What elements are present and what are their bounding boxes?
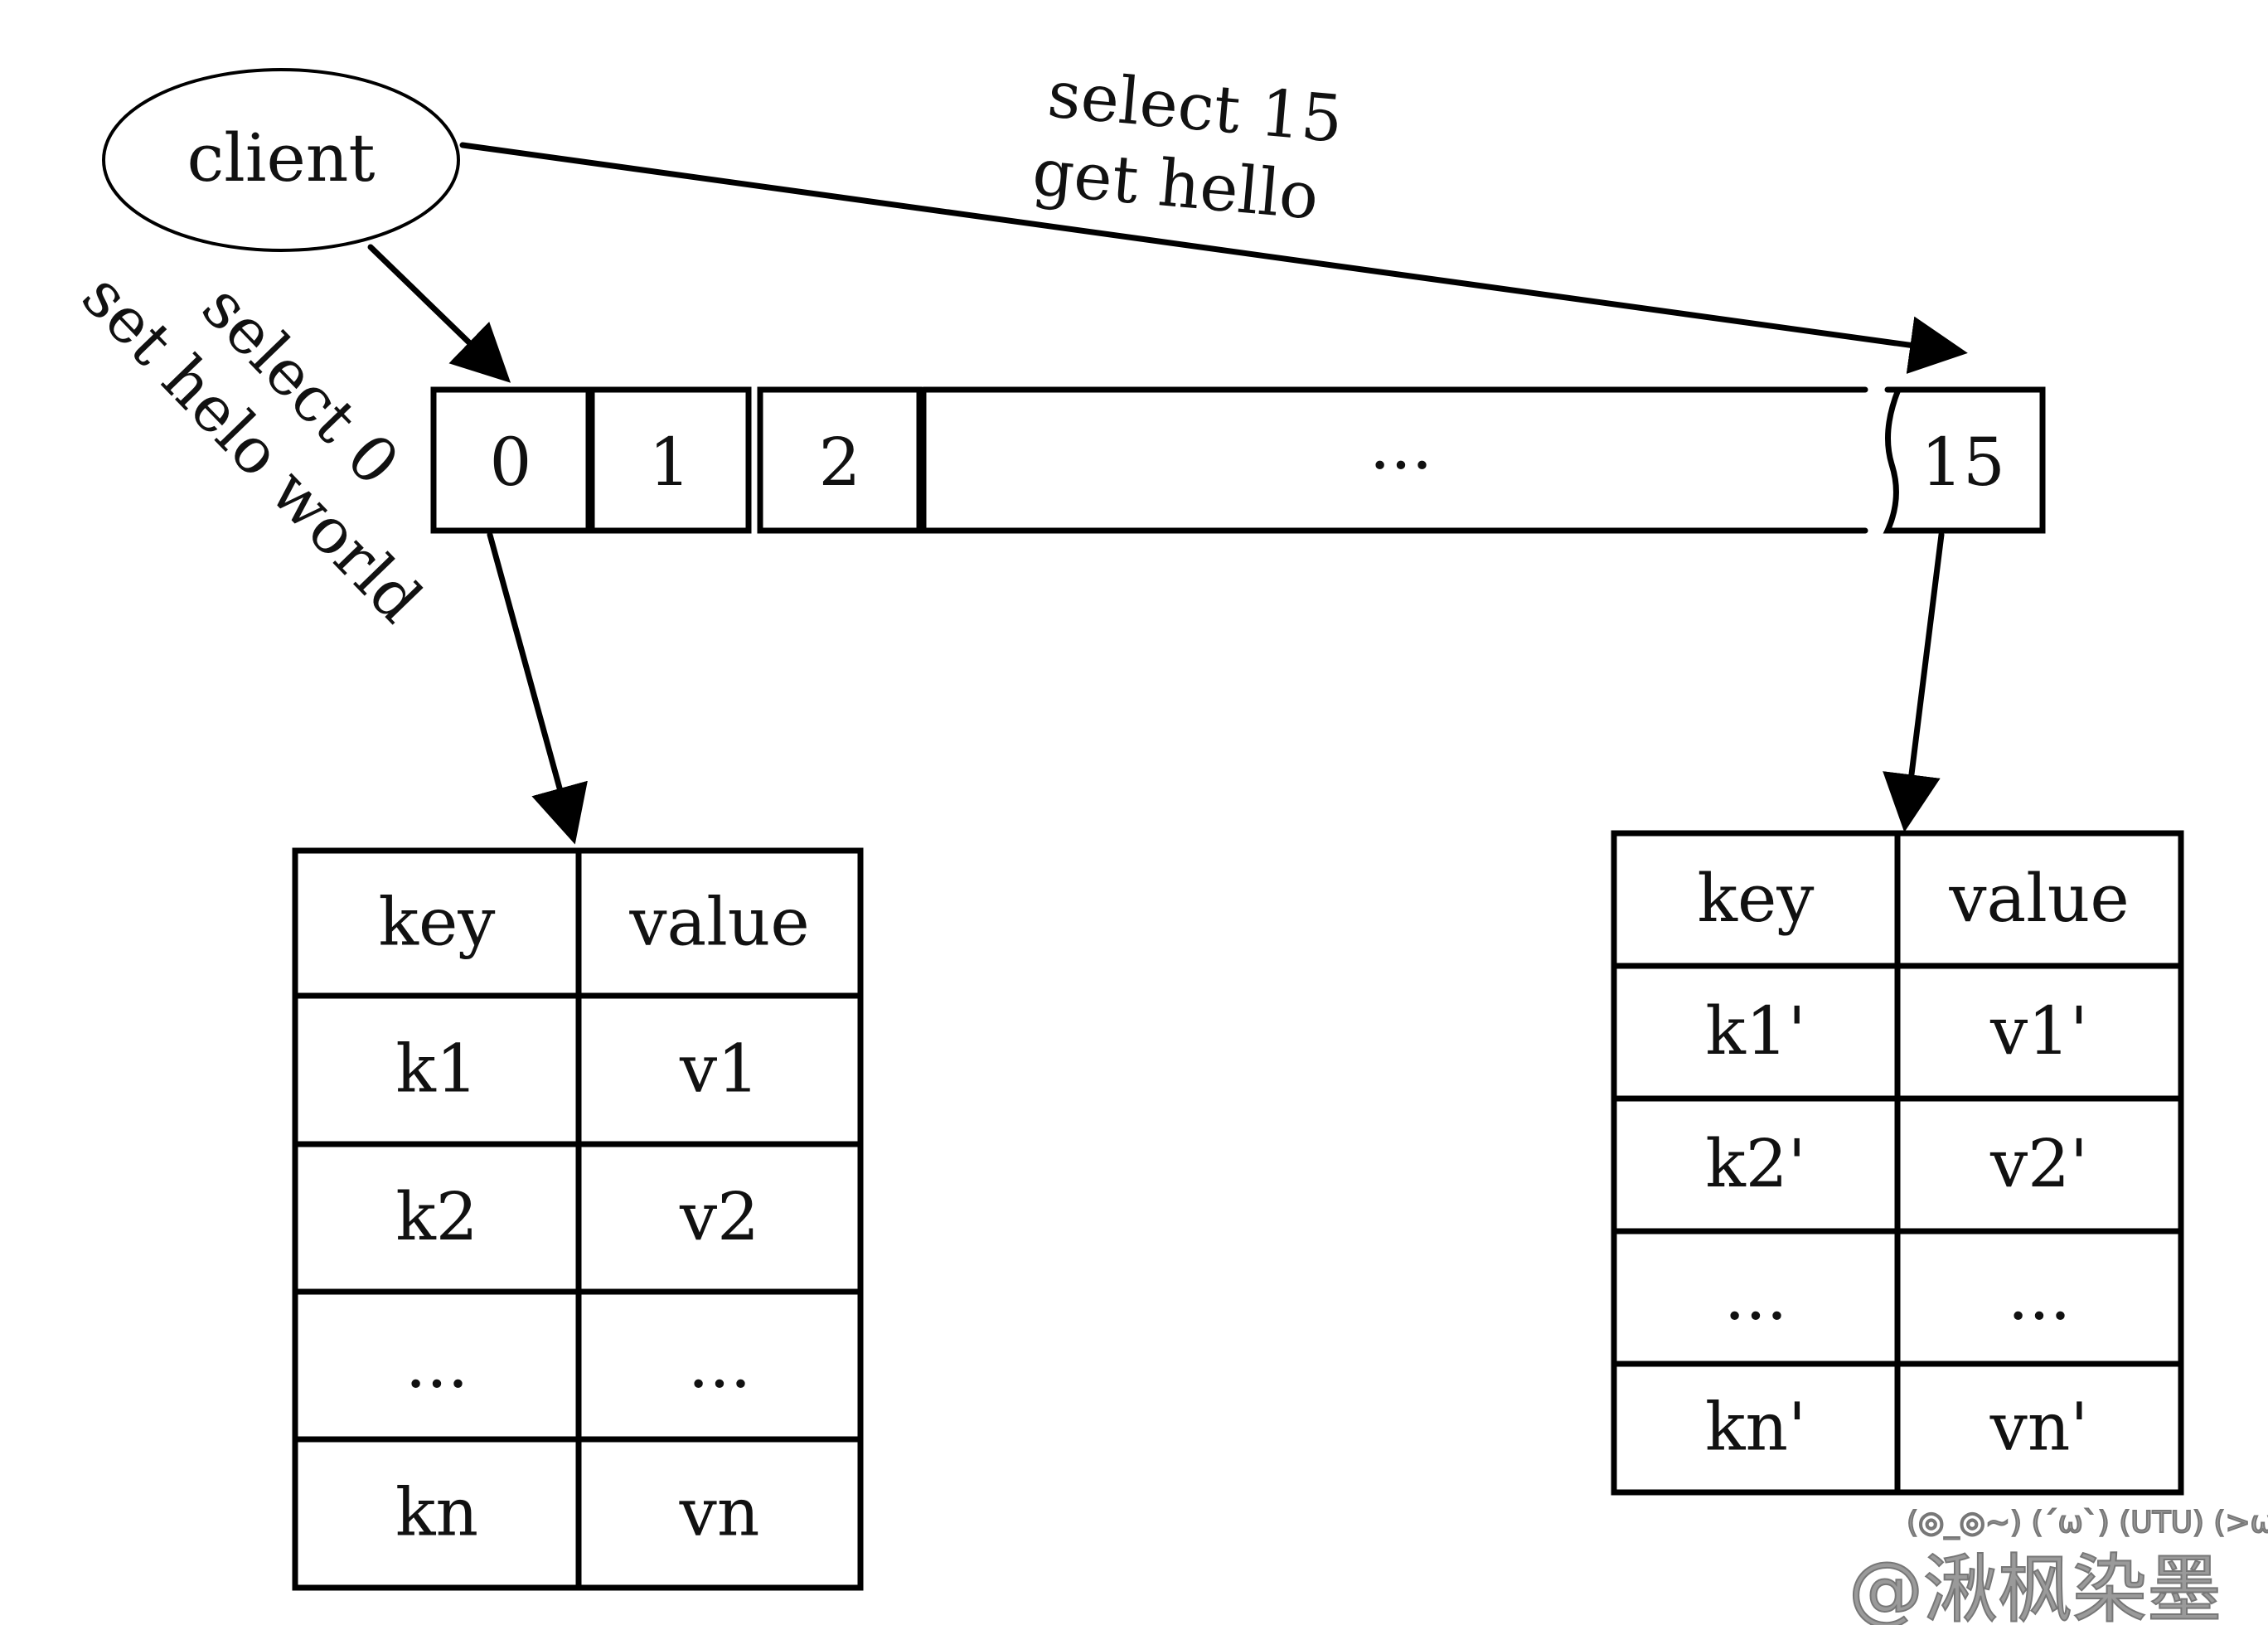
table-cell bbox=[575, 992, 864, 1147]
arrow-client-to-db0 bbox=[367, 244, 511, 383]
arrow-db15-to-table bbox=[1883, 531, 1945, 832]
table-header-label: key bbox=[378, 884, 495, 961]
table-cell-label: kn' bbox=[1705, 1389, 1806, 1466]
table-cell-label: v1' bbox=[1989, 992, 2088, 1070]
database-array: 0 1 2 ... 15 bbox=[430, 386, 2046, 534]
table-cell bbox=[575, 1436, 864, 1591]
db-label-15: 15 bbox=[1921, 424, 2005, 501]
table-header-cell bbox=[1894, 830, 2184, 969]
table-cell bbox=[575, 1141, 864, 1295]
db-cell-ellipsis bbox=[920, 386, 1868, 534]
table-cell-label: ... bbox=[1724, 1258, 1787, 1335]
table-header-cell bbox=[1611, 830, 1901, 969]
right-kv-table: key value k1' v1' k2' v2'...... kn' vn' bbox=[1611, 830, 2184, 1496]
table-cell-label: k1' bbox=[1705, 992, 1805, 1070]
table-header-label: value bbox=[1948, 860, 2129, 937]
table-cell bbox=[1611, 1228, 1901, 1367]
table-cell bbox=[575, 1288, 864, 1443]
table-cell bbox=[1894, 1095, 2184, 1235]
table-cell-label: v2' bbox=[1989, 1125, 2088, 1202]
table-cell-label: v2 bbox=[679, 1178, 759, 1255]
table-cell bbox=[1894, 1228, 2184, 1367]
label-db0-commands: select 0 set helo world bbox=[68, 260, 436, 637]
watermark-faces: (◎_◎~) (´ω`) (UTU) (>ω<) bbox=[1907, 1506, 2268, 1540]
db-cell-15 bbox=[1883, 386, 2046, 534]
table-cell-label: k2' bbox=[1705, 1125, 1805, 1202]
label-db15-commands: select 15 get hello bbox=[1030, 57, 1345, 235]
arrow-client-to-db15 bbox=[459, 142, 1968, 375]
table-cell bbox=[1894, 963, 2184, 1102]
table-cell-label: kn bbox=[395, 1474, 478, 1551]
table-cell-label: k2 bbox=[395, 1178, 477, 1255]
table-cell-label: ... bbox=[688, 1326, 751, 1403]
table-cell-label: vn' bbox=[1989, 1389, 2089, 1466]
db-label-ellipsis: ... bbox=[1369, 407, 1432, 484]
table-header-label: value bbox=[628, 884, 809, 961]
table-header-cell bbox=[292, 847, 582, 999]
table-header-cell bbox=[575, 847, 864, 999]
arrow-db0-to-table bbox=[487, 531, 588, 845]
table-cell-label: k1 bbox=[395, 1031, 477, 1108]
table-cell-label: vn bbox=[679, 1474, 760, 1551]
db-cell-2 bbox=[757, 386, 923, 534]
db-label-2: 2 bbox=[819, 424, 861, 501]
db-cell-0 bbox=[430, 386, 592, 534]
table-cell bbox=[292, 1288, 582, 1443]
db-label-0: 0 bbox=[490, 424, 532, 501]
table-cell-label: ... bbox=[405, 1326, 468, 1403]
left-kv-table: key value k1 v1 k2 v2...... kn vn bbox=[292, 847, 864, 1591]
db-label-1: 1 bbox=[649, 424, 691, 501]
client-node: client bbox=[102, 68, 460, 252]
db-cell-1 bbox=[589, 386, 752, 534]
client-label: client bbox=[187, 119, 376, 196]
table-cell-label: ... bbox=[2008, 1258, 2071, 1335]
table-header-label: key bbox=[1697, 860, 1814, 937]
watermark-handle: @湫枫染墨 bbox=[1849, 1546, 2222, 1625]
table-cell bbox=[1894, 1361, 2184, 1496]
watermark: (◎_◎~) (´ω`) (UTU) (>ω<) @湫枫染墨 bbox=[1848, 1505, 2268, 1625]
table-cell-label: v1 bbox=[679, 1031, 759, 1108]
